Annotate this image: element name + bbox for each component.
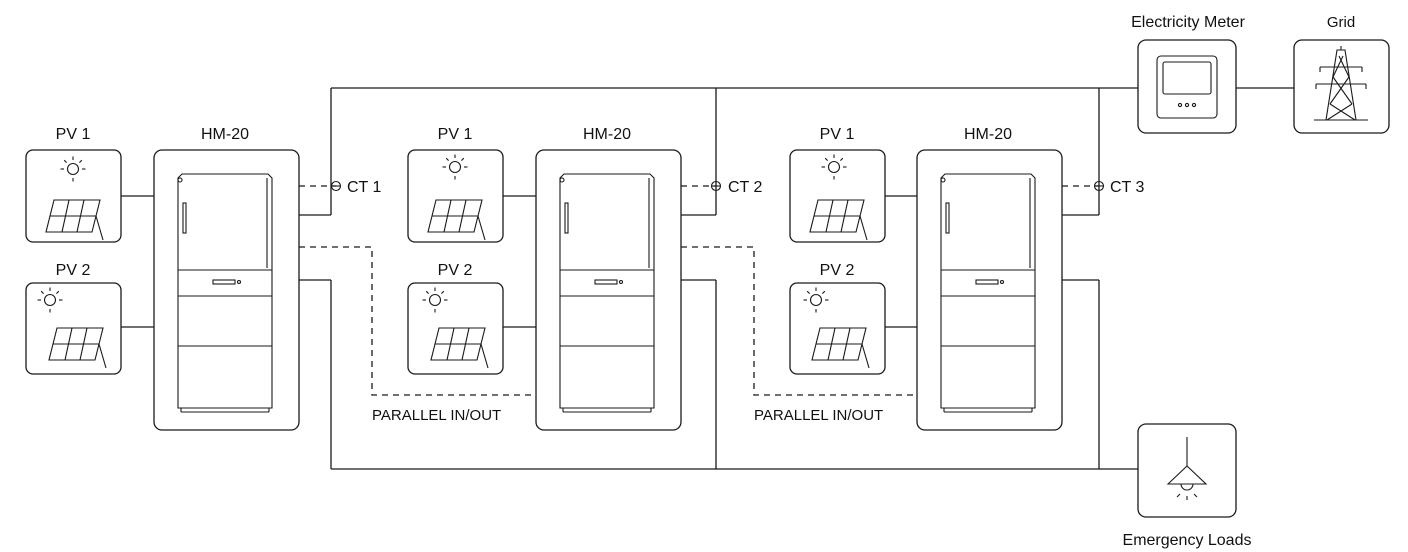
emergency-loads: Emergency Loads [1123, 423, 1252, 549]
ct3-label: CT 3 [1110, 179, 1144, 196]
inverter-group-3: PV 1 PV 2 HM-20 PARALLEL IN/OUT CT 3 [754, 126, 1144, 431]
pv1-label: PV 1 [438, 126, 473, 143]
meter-label: Electricity Meter [1131, 14, 1245, 31]
inverter-2-box [535, 149, 682, 431]
pendant-lamp-icon [1166, 437, 1208, 500]
pv1-panel-box [407, 149, 504, 243]
meter-icon [1156, 55, 1218, 119]
parallel-label-1: PARALLEL IN/OUT [372, 407, 501, 424]
grid-label: Grid [1327, 14, 1355, 31]
ac-bus-lines [330, 87, 1294, 470]
pv2-label: PV 2 [438, 262, 473, 279]
ct2-label: CT 2 [728, 179, 762, 196]
inverter-3-label: HM-20 [964, 126, 1012, 143]
pv1-label: PV 1 [820, 126, 855, 143]
inverter-3-box [916, 149, 1063, 431]
inverter-group-1: PV 1 PV 2 HM-20 CT 1 [25, 126, 536, 431]
power-tower-icon [1314, 46, 1368, 121]
pv1-label: PV 1 [56, 126, 91, 143]
pv2-label: PV 2 [56, 262, 91, 279]
pv1-panel-box [789, 149, 886, 243]
ct1-label: CT 1 [347, 179, 381, 196]
grid: Grid [1293, 14, 1390, 134]
loads-label: Emergency Loads [1123, 532, 1252, 549]
electricity-meter: Electricity Meter [1131, 14, 1246, 134]
inverter-1-label: HM-20 [201, 126, 249, 143]
parallel-label-2: PARALLEL IN/OUT [754, 407, 883, 424]
inverter-1-box [153, 149, 300, 431]
inverter-group-2: PV 1 PV 2 HM-20 PARALLEL IN/OUT CT 2 [372, 126, 917, 431]
pv2-label: PV 2 [820, 262, 855, 279]
inverter-2-label: HM-20 [583, 126, 631, 143]
